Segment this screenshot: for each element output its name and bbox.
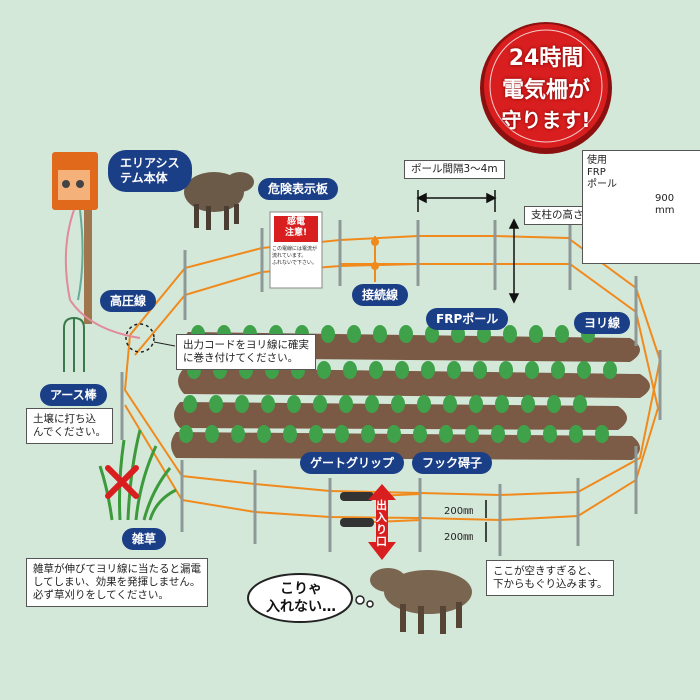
crop-plant: [317, 361, 331, 379]
earth-rod: [63, 316, 85, 372]
boar-bottom: [370, 568, 472, 634]
crop-plant: [313, 395, 327, 413]
pole-info-label: 使用 FRP ポール: [587, 155, 617, 190]
label-hook-insulator: フック碍子: [412, 452, 493, 474]
crop-plant: [365, 395, 379, 413]
dim-wire-gap-lower: 200㎜: [444, 532, 474, 543]
speech-bubble-shape: [247, 573, 374, 623]
note-output-cord: 出力コードをヨリ線に確実 に巻き付けてください。: [176, 334, 316, 370]
crop-plant: [603, 361, 617, 379]
connector: [371, 236, 379, 282]
crop-plant: [309, 425, 323, 443]
crop-plant: [391, 395, 405, 413]
crop-plant: [499, 361, 513, 379]
crop-plant: [555, 325, 569, 343]
badge-shape: [480, 22, 612, 154]
callout-leader: [153, 341, 176, 347]
entrance-arrow: [368, 484, 396, 560]
crop-plant: [543, 425, 557, 443]
sign-title: 感電 注意!: [284, 217, 308, 238]
note-gap: ここが空きすぎると、 下からもぐり込みます。: [486, 560, 615, 596]
label-warning-sign: 危険表示板: [258, 178, 339, 200]
badge-line3: 守ります!: [501, 108, 591, 132]
label-connection: 接続線: [352, 284, 409, 306]
badge-line1: 24時間: [508, 46, 584, 71]
crop-plant: [257, 425, 271, 443]
dim-pole-spacing: ポール間隔3～4m: [404, 160, 505, 179]
boar-top: [184, 172, 254, 230]
pole-info: 使用 FRP ポール 900 mm: [582, 150, 700, 264]
crop-plant: [343, 361, 357, 379]
sign-body: この電線には電流が 流れています。 ふれないで下さい。: [272, 246, 318, 266]
dim-wire-gap-upper: 200㎜: [444, 506, 474, 517]
label-weeds: 雑草: [122, 528, 167, 550]
crop-plant: [361, 425, 375, 443]
crop-plant: [417, 395, 431, 413]
pole-length: 900 mm: [655, 193, 675, 216]
crop-plant: [283, 425, 297, 443]
crop-plant: [369, 361, 383, 379]
crop-plant: [473, 361, 487, 379]
warning-sign-shape: [269, 211, 323, 289]
label-unit: エリアシス テム本体: [108, 150, 192, 192]
crop-plant: [547, 395, 561, 413]
crop-plant: [347, 325, 361, 343]
crop-plant: [447, 361, 461, 379]
crop-plant: [321, 325, 335, 343]
crop-plant: [235, 395, 249, 413]
crop-plant: [551, 361, 565, 379]
crop-plant: [287, 395, 301, 413]
output-cord-highlight: [125, 323, 155, 353]
crop-plant: [529, 325, 543, 343]
crop-plant: [261, 395, 275, 413]
badge-line2: 電気柵が: [501, 78, 590, 103]
crop-plant: [491, 425, 505, 443]
cross-mark: [105, 465, 139, 499]
label-wire: ヨリ線: [574, 312, 631, 334]
crop-plant: [373, 325, 387, 343]
crop-plant: [469, 395, 483, 413]
note-earth: 土壌に打ち込 んでください。: [26, 408, 113, 444]
crop-plant: [205, 425, 219, 443]
crop-plant: [521, 395, 535, 413]
crop-plant: [387, 425, 401, 443]
crop-plant: [231, 425, 245, 443]
note-weeds: 雑草が伸びてヨリ線に当たると漏電 してしまい、効果を発揮しません。 必ず草刈りを…: [26, 558, 208, 607]
crop-plant: [335, 425, 349, 443]
label-frp-pole: FRPポール: [426, 308, 509, 330]
crop-plant: [573, 395, 587, 413]
crop-plant: [595, 425, 609, 443]
crop-plant: [183, 395, 197, 413]
crop-plant: [179, 425, 193, 443]
crop-plant: [525, 361, 539, 379]
crop-plant: [569, 425, 583, 443]
crop-plant: [517, 425, 531, 443]
crop-plant: [413, 425, 427, 443]
crop-plant: [209, 395, 223, 413]
crop-plant: [399, 325, 413, 343]
energizer-unit: [52, 152, 141, 339]
crop-plant: [421, 361, 435, 379]
crop-plant: [465, 425, 479, 443]
label-high-voltage: 高圧線: [100, 290, 157, 312]
crop-plant: [503, 325, 517, 343]
crop-plant: [495, 395, 509, 413]
label-gate-grip: ゲートグリップ: [300, 452, 405, 474]
crop-plant: [443, 395, 457, 413]
label-entrance: 出入り口: [376, 499, 387, 548]
speech-text: こりゃ 入れない…: [266, 581, 336, 615]
crop-plant: [577, 361, 591, 379]
crop-plant: [439, 425, 453, 443]
crop-plant: [395, 361, 409, 379]
fence-poles: [120, 220, 662, 556]
crop-plant: [339, 395, 353, 413]
label-earth-rod: アース棒: [40, 384, 107, 406]
